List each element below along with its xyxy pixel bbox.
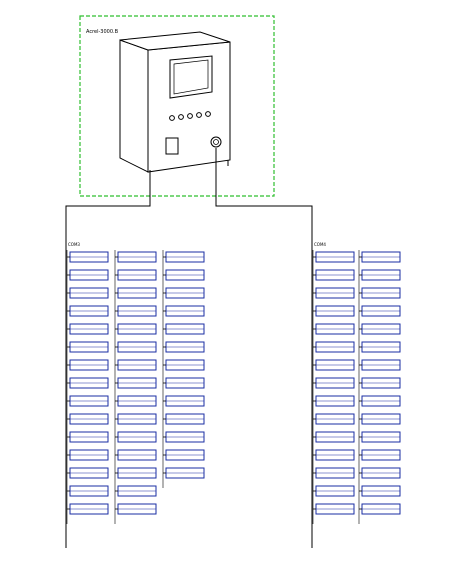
indicator-light [169,115,175,121]
cabinet-frame [79,15,275,197]
bus-label-left: COM3 [68,242,80,247]
indicator-light [178,114,184,120]
indicator-light [187,113,193,119]
bus-line-right [215,148,313,548]
cabinet-connector-outer [210,136,222,148]
indicator-lights [169,111,211,121]
cabinet-model-text: Acrel-3000.B [86,29,119,35]
cabinet-connector-inner [213,139,219,145]
cabinet-side [119,39,149,173]
bus-line-left [65,170,151,548]
indicator-light [196,112,202,118]
bus-label-right: COM4 [314,242,326,247]
module-group-right [312,250,401,524]
cabinet-screen-inner [173,59,209,95]
cabinet-screen [169,55,213,99]
indicator-light [205,111,211,117]
cabinet-top [119,31,231,51]
cabinet-drawing [119,31,231,178]
module-group-left [66,250,205,524]
cabinet-handle [165,137,179,155]
bus-lines [65,148,313,548]
